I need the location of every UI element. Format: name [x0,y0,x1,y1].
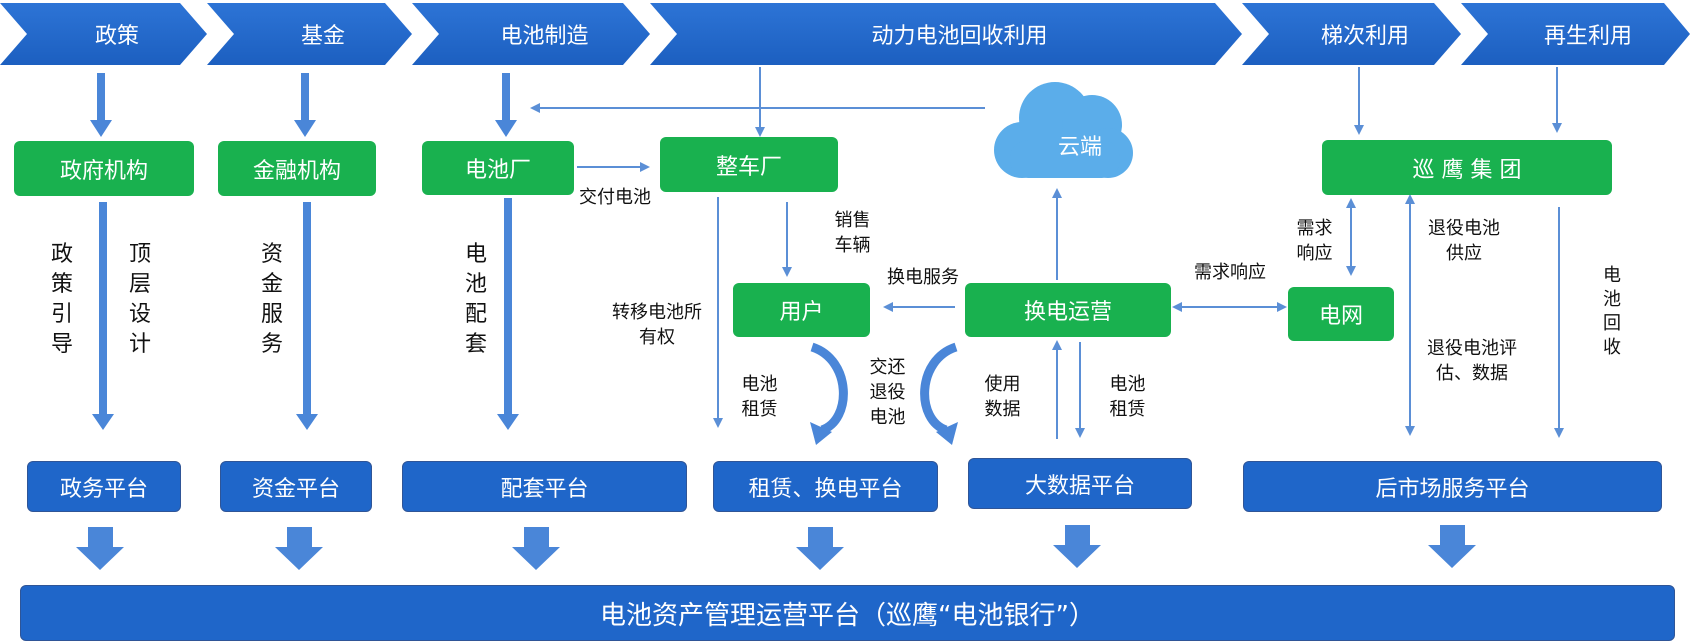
stage-battery-manufacture: 电池制造 [500,24,589,49]
chevron-cascade-use [1242,3,1461,65]
platform-supporting: 配套平台 [402,461,687,512]
chevron-recycling [650,3,1242,65]
platform-fund: 资金平台 [220,461,372,512]
curved-arrows [810,342,958,445]
node-oem: 整车厂 [660,137,838,192]
node-battery-factory: 电池厂 [422,141,574,195]
label-battery-lease-user: 电池租赁 [741,374,778,420]
platform-lease-swap: 租赁、换电平台 [713,461,938,512]
label-transfer-ownership: 转移电池所有权 [612,302,702,348]
node-xunying-group: 巡 鹰 集 团 [1322,140,1612,195]
thin-connectors [530,67,1564,439]
cloud-icon [994,82,1133,178]
node-cloud: 云端 [1057,135,1102,160]
platform-to-bottom-arrows [76,525,1476,570]
label-sell-vehicle: 销售车辆 [834,210,871,256]
chevron-battery-manufacture [412,3,650,65]
stage-cascade-use: 梯次利用 [1320,24,1409,49]
node-to-platform-arrows [92,198,519,430]
node-battery-swap-operation: 换电运营 [965,283,1171,337]
stage-recycling: 动力电池回收利用 [871,24,1048,49]
label-demand-response-group: 需求响应 [1296,218,1333,264]
label-deliver-battery: 交付电池 [579,187,651,208]
node-finance-agency: 金融机构 [218,141,376,196]
label-usage-data: 使用数据 [984,374,1021,420]
node-grid: 电网 [1288,287,1394,341]
label-battery-lease-swap: 电池租赁 [1109,374,1146,420]
node-user: 用户 [733,283,870,337]
label-retired-supply: 退役电池供应 [1428,218,1500,264]
label-return-retired: 交还退役电池 [869,357,906,428]
stage-regeneration: 再生利用 [1543,24,1632,49]
chevron-fund [207,3,412,65]
stage-chevrons [0,3,1690,65]
platform-aftermarket: 后市场服务平台 [1243,461,1662,512]
label-policy-guide: 政策引导 [50,242,73,357]
label-swap-service: 换电服务 [887,267,959,288]
platform-bigdata: 大数据平台 [968,458,1192,509]
node-gov-agency: 政府机构 [14,141,194,196]
label-top-design: 顶层设计 [128,242,151,357]
stage-fund: 基金 [300,24,345,49]
platform-gov: 政务平台 [27,461,181,512]
label-retired-assessment: 退役电池评估、数据 [1427,338,1517,384]
bottom-platform-bar: 电池资产管理运营平台（巡鹰“电池银行”） [20,585,1675,641]
stage-policy: 政策 [94,24,139,49]
stage-down-arrows [90,73,517,137]
chevron-policy [0,3,207,65]
label-battery-recycle: 电池回收 [1603,265,1621,358]
label-fund-service: 资金服务 [260,242,283,357]
label-battery-supply: 电池配套 [464,242,487,357]
chevron-regeneration [1461,3,1690,65]
label-demand-response-grid: 需求响应 [1194,262,1266,283]
